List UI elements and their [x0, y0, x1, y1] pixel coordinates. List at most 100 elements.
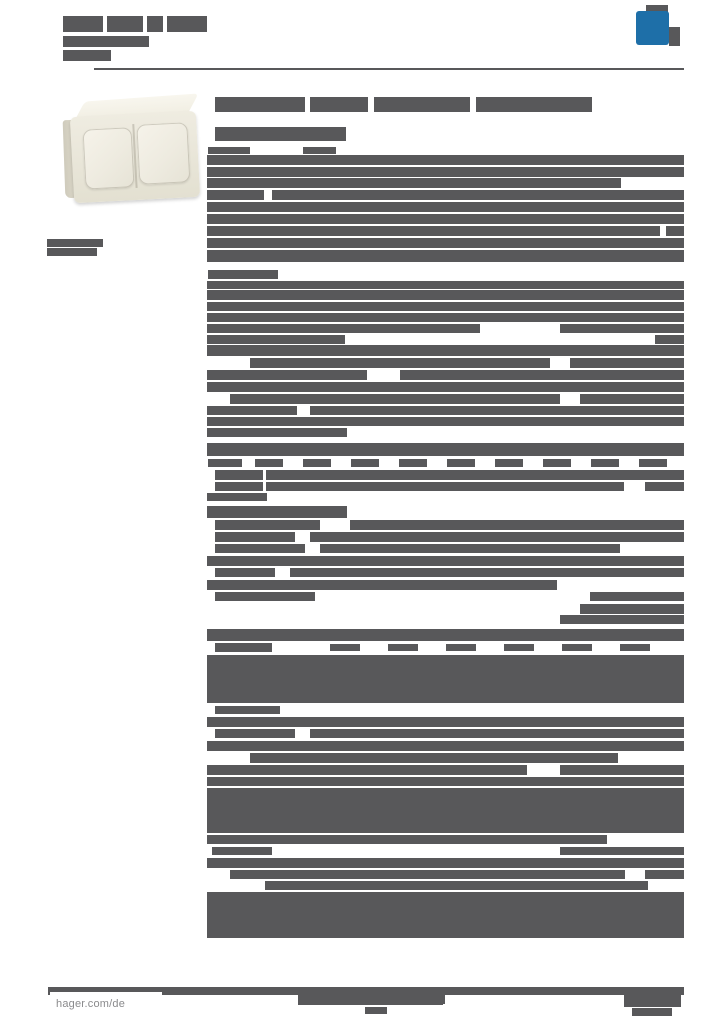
redacted-spec-text — [207, 155, 684, 165]
redacted-spec-text — [543, 459, 571, 467]
redacted-spec-text — [207, 788, 684, 833]
redacted-spec-text — [645, 482, 684, 491]
redacted-spec-text — [207, 741, 684, 751]
redacted-spec-text — [562, 644, 592, 651]
redacted-spec-text — [580, 394, 684, 404]
redacted-spec-text — [207, 506, 347, 518]
redacted-spec-text — [476, 97, 592, 112]
redacted-spec-text — [207, 835, 607, 844]
redacted-spec-text — [310, 97, 368, 112]
redacted-spec-text — [265, 881, 648, 890]
footer-bar — [48, 987, 684, 995]
redacted-spec-text — [560, 765, 684, 775]
redacted-header-text — [107, 16, 143, 32]
logo-blur-fragment-right — [669, 27, 680, 46]
redacted-spec-text — [207, 443, 684, 456]
redacted-page-number — [632, 1008, 672, 1016]
redacted-spec-text — [207, 345, 684, 356]
redacted-spec-text — [207, 556, 684, 566]
redacted-header-text — [63, 50, 111, 61]
redacted-spec-text — [207, 324, 480, 333]
redacted-spec-text — [207, 167, 684, 177]
redacted-spec-text — [207, 417, 684, 426]
redacted-spec-text — [207, 290, 684, 300]
redacted-spec-text — [207, 313, 684, 322]
redacted-caption-text — [47, 239, 103, 247]
redacted-header-text — [167, 16, 207, 32]
redacted-spec-text — [215, 470, 263, 480]
redacted-spec-text — [639, 459, 667, 467]
redacted-spec-text — [207, 858, 684, 868]
redacted-spec-text — [207, 382, 684, 392]
redacted-spec-text — [208, 147, 250, 154]
redacted-spec-text — [207, 238, 684, 248]
redacted-spec-text — [215, 520, 320, 530]
redacted-spec-text — [208, 459, 242, 467]
redacted-spec-text — [207, 493, 267, 501]
redacted-header-text — [147, 16, 163, 32]
redacted-spec-text — [207, 629, 684, 641]
redacted-spec-text — [215, 97, 305, 112]
redacted-spec-text — [560, 324, 684, 333]
redacted-spec-text — [212, 847, 272, 855]
redacted-spec-text — [388, 644, 418, 651]
redacted-spec-text — [560, 615, 684, 624]
redacted-spec-text — [250, 358, 550, 368]
redacted-spec-text — [400, 370, 684, 380]
redacted-spec-text — [350, 520, 684, 530]
redacted-spec-text — [207, 214, 684, 224]
redacted-spec-text — [207, 428, 347, 437]
redacted-spec-text — [591, 459, 619, 467]
redacted-spec-text — [207, 765, 527, 775]
switch-rocker-right — [136, 122, 191, 185]
redacted-spec-text — [207, 178, 621, 188]
redacted-footer-text — [428, 995, 445, 1004]
redacted-spec-text — [310, 532, 684, 542]
redacted-spec-text — [207, 406, 297, 415]
redacted-spec-text — [580, 604, 684, 614]
redacted-spec-text — [207, 717, 684, 727]
redacted-spec-text — [310, 406, 684, 415]
redacted-header-text — [63, 36, 149, 47]
redacted-caption-text — [47, 248, 97, 256]
redacted-spec-text — [207, 580, 557, 590]
redacted-spec-text — [207, 892, 684, 938]
redacted-spec-text — [447, 459, 475, 467]
redacted-spec-text — [645, 870, 684, 879]
redacted-spec-text — [272, 190, 684, 200]
website-link[interactable]: hager.com/de — [50, 992, 162, 1016]
redacted-spec-text — [215, 127, 346, 141]
redacted-spec-text — [560, 847, 684, 855]
redacted-spec-text — [255, 459, 283, 467]
redacted-spec-text — [351, 459, 379, 467]
product-photo — [62, 92, 202, 206]
redacted-spec-text — [207, 335, 345, 344]
header-divider — [94, 68, 684, 70]
redacted-spec-text — [215, 568, 275, 577]
redacted-spec-text — [230, 394, 560, 404]
redacted-spec-text — [215, 482, 263, 491]
redacted-spec-text — [230, 870, 625, 879]
hager-logo-mark — [636, 11, 669, 45]
logo-blur-fragment-top — [646, 5, 668, 12]
redacted-spec-text — [310, 729, 684, 738]
redacted-spec-text — [303, 459, 331, 467]
redacted-spec-text — [215, 706, 280, 714]
redacted-spec-text — [207, 281, 684, 289]
redacted-spec-text — [207, 202, 684, 212]
redacted-spec-text — [290, 568, 684, 577]
redacted-spec-text — [207, 370, 367, 380]
switch-rocker-left — [82, 127, 135, 190]
redacted-footer-text — [298, 992, 443, 1005]
redacted-spec-text — [215, 544, 305, 553]
redacted-spec-text — [570, 358, 684, 368]
photo-front-face — [69, 110, 201, 204]
redacted-spec-text — [215, 729, 295, 738]
redacted-page-number — [624, 992, 681, 1007]
redacted-spec-text — [374, 97, 470, 112]
redacted-spec-text — [207, 655, 684, 703]
redacted-spec-text — [207, 777, 684, 786]
redacted-spec-text — [620, 644, 650, 651]
redacted-footer-text — [365, 1007, 387, 1014]
